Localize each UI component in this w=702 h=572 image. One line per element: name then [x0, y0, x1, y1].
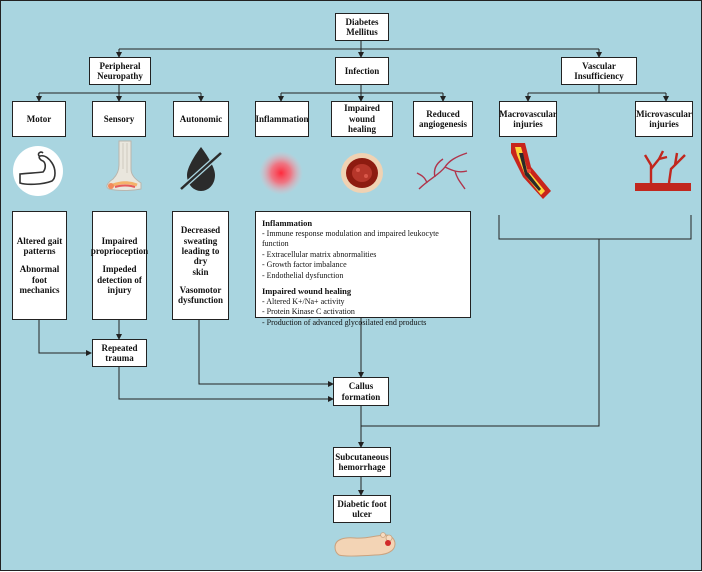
healing-detail-item: - Protein Kinase C activation — [262, 307, 355, 317]
peripheral-neuropathy-node: Peripheral Neuropathy — [89, 57, 151, 85]
motor-node: Motor — [12, 101, 66, 137]
subcutaneous-hemorrhage-node: Subcutaneous hemorrhage — [333, 447, 391, 477]
healing-detail-item: - Altered K+/Na+ activity — [262, 297, 345, 307]
autonomic-effect-2: Vasomotor dysfunction — [177, 285, 223, 306]
healing-detail-item: - Production of advanced glycosilated en… — [262, 317, 427, 327]
diabetes-mellitus-node: Diabetes Mellitus — [335, 13, 389, 41]
autonomic-effects-box: Decreased sweating leading to dry skin V… — [172, 211, 229, 320]
inflammation-detail-title: Inflammation — [262, 218, 313, 228]
microvascular-injuries-node: Microvascular injuries — [635, 101, 693, 137]
flexed-arm-icon — [13, 146, 63, 196]
autonomic-node: Autonomic — [173, 101, 229, 137]
sensory-effect-1: Impaired proprioception — [90, 235, 149, 256]
wound-icon — [341, 153, 383, 193]
motor-effects-box: Altered gait patterns Abnormal foot mech… — [12, 211, 67, 320]
inflammation-detail-item: - Extracellular matrix abnormalities — [262, 249, 377, 259]
autonomic-effect-1: Decreased sweating leading to dry skin — [180, 225, 221, 277]
inflammation-detail-item: - Endothelial dysfunction — [262, 270, 344, 280]
inflammation-detail-item: - Immune response modulation and impaire… — [262, 229, 439, 249]
sensory-effects-box: Impaired proprioception Impeded detectio… — [90, 211, 149, 320]
vascular-insufficiency-node: Vascular Insufficiency — [561, 57, 637, 85]
motor-effect-2: Abnormal foot mechanics — [19, 264, 60, 296]
diabetic-foot-ulcer-node: Diabetic foot ulcer — [333, 495, 391, 523]
no-sweat-drop-icon — [179, 147, 223, 191]
motor-effect-1: Altered gait patterns — [16, 235, 63, 256]
leg-nerve-icon — [106, 140, 142, 191]
inflammation-node: Inflammation — [255, 101, 309, 137]
inflammation-glow-icon — [259, 151, 303, 195]
artery-plaque-icon — [511, 143, 551, 199]
impaired-wound-healing-node: Impaired wound healing — [331, 101, 393, 137]
microvessel-icon — [635, 150, 691, 191]
repeated-trauma-node: Repeated trauma — [92, 339, 147, 367]
reduced-angiogenesis-node: Reduced angiogenesis — [413, 101, 473, 137]
healing-detail-title: Impaired wound healing — [262, 286, 352, 296]
callus-formation-node: Callus formation — [333, 377, 389, 406]
mechanisms-detail-box: Inflammation - Immune response modulatio… — [255, 211, 471, 327]
inflammation-detail-item: - Growth factor imbalance — [262, 260, 347, 270]
capillary-icon — [416, 152, 468, 190]
sensory-node: Sensory — [92, 101, 146, 137]
sensory-effect-2: Impeded detection of injury — [97, 264, 142, 296]
foot-ulcer-icon — [334, 532, 396, 557]
infection-node: Infection — [335, 57, 389, 85]
macrovascular-injuries-node: Macrovascular injuries — [499, 101, 557, 137]
